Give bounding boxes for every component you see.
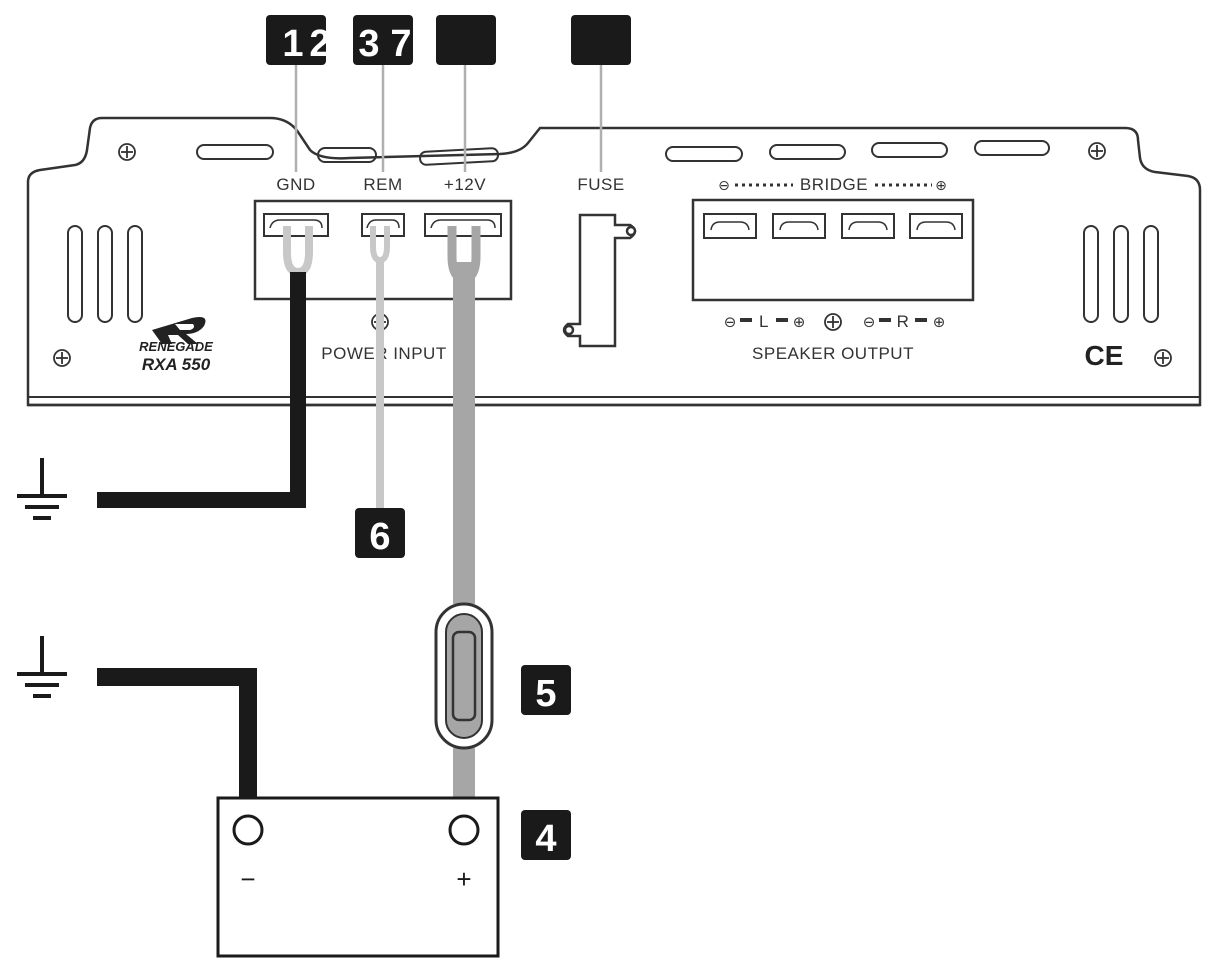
side-vents	[67, 225, 1159, 323]
screw-icon	[53, 349, 71, 367]
vent-slot	[1143, 225, 1159, 323]
fuse-holder	[562, 213, 637, 348]
speaker-right-label: R	[897, 312, 910, 331]
speaker-output-label: SPEAKER OUTPUT	[752, 344, 914, 363]
left-plus-icon: ⊕	[793, 313, 806, 331]
top-vents	[196, 140, 1050, 166]
badge-2-text: 2	[309, 23, 330, 65]
vent-slot	[665, 146, 743, 162]
lower-badges: 6 5 4	[355, 508, 571, 860]
speaker-left-label: L	[759, 312, 769, 331]
power-terminal	[424, 213, 502, 237]
fuse-holder-pin	[625, 225, 637, 237]
screw-icon	[1154, 349, 1172, 367]
screw-icon	[824, 313, 842, 331]
gnd-terminal	[263, 213, 329, 237]
gnd-label: GND	[276, 175, 315, 194]
battery-ground-wire	[97, 668, 257, 822]
vent-slot	[1113, 225, 1129, 323]
fuse-holder-pin	[563, 324, 575, 336]
vent-slot	[317, 147, 377, 163]
fuse-label: FUSE	[577, 175, 624, 194]
badge-7-text: 7	[390, 23, 411, 65]
ce-mark: CE	[1085, 340, 1124, 371]
badge-3-text: 3	[358, 23, 379, 65]
left-dash	[776, 318, 788, 322]
badge-fuse	[571, 15, 631, 65]
bridge-plus-icon: ⊕	[935, 178, 947, 194]
inline-fuse-element	[451, 630, 477, 722]
badge-1-2	[266, 15, 326, 65]
plus12v-label: +12V	[444, 175, 486, 194]
battery-positive-terminal	[448, 814, 480, 846]
badge-6	[355, 508, 405, 558]
badge-12v	[436, 15, 496, 65]
right-dash	[879, 318, 891, 322]
inline-fuse	[434, 602, 494, 750]
brand-logo: RENEGADE RXA 550	[139, 317, 213, 374]
vent-slot	[1083, 225, 1099, 323]
vent-slot	[871, 142, 948, 158]
power-wire-ring	[447, 226, 481, 283]
battery-negative-terminal	[232, 814, 264, 846]
left-minus-icon: ⊖	[724, 313, 737, 331]
badge-3-7	[353, 15, 413, 65]
left-dash	[740, 318, 752, 322]
battery-positive-label: +	[456, 864, 471, 894]
badge-6-text: 6	[369, 516, 390, 558]
ground-symbols	[17, 458, 67, 698]
vent-slot	[196, 144, 274, 160]
battery: − +	[216, 796, 500, 958]
badge-4-text: 4	[535, 818, 556, 860]
top-badges: 1 2 3 7	[266, 15, 631, 65]
ground-icon	[17, 458, 67, 520]
battery-negative-label: −	[240, 864, 255, 894]
brand-model: RXA 550	[142, 355, 211, 374]
remote-wire-ring	[370, 226, 390, 264]
vent-slot	[127, 225, 143, 323]
ground-icon	[17, 636, 67, 698]
vent-slot	[769, 144, 846, 160]
rem-label: REM	[363, 175, 402, 194]
vent-slot	[419, 147, 500, 166]
vent-slot	[67, 225, 83, 323]
right-plus-icon: ⊕	[933, 313, 946, 331]
vent-slot	[97, 225, 113, 323]
right-dash	[915, 318, 927, 322]
badge-4	[521, 810, 571, 860]
screw-icon	[118, 143, 136, 161]
right-minus-icon: ⊖	[863, 313, 876, 331]
brand-name: RENEGADE	[139, 339, 213, 354]
ground-wire	[97, 272, 306, 508]
speaker-output-block: ⊖ BRIDGE ⊕ ⊖ L ⊕ ⊖ R ⊕ SPEAKER OUTPUT	[691, 175, 975, 363]
callout-lines	[294, 64, 603, 172]
vent-slot	[974, 140, 1050, 156]
screw-icon	[1088, 142, 1106, 160]
badge-5-text: 5	[535, 673, 556, 715]
bridge-label: BRIDGE	[800, 175, 868, 194]
badge-5	[521, 665, 571, 715]
bridge-minus-icon: ⊖	[718, 178, 730, 194]
renegade-logo-icon	[152, 317, 206, 344]
badge-1-text: 1	[282, 23, 303, 65]
